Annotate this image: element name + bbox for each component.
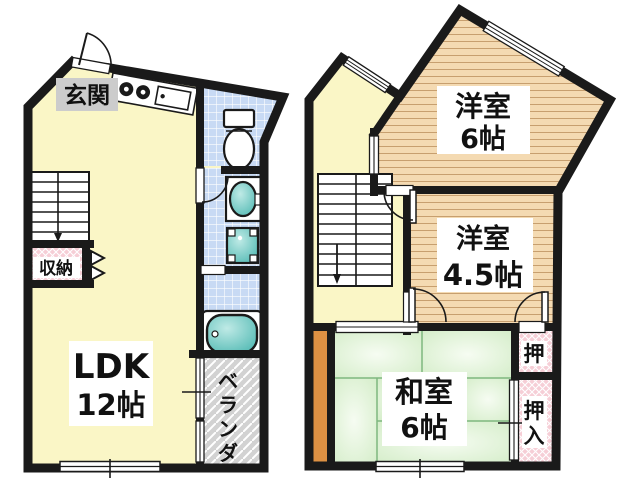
toilet-icon	[222, 108, 256, 171]
label-genkan: 玄関	[64, 82, 110, 109]
label-western6: 洋室	[455, 90, 511, 123]
door-arc	[86, 32, 112, 69]
japanese-label-bg	[382, 372, 467, 446]
svg-text:入: 入	[524, 424, 545, 448]
bath-door-opening	[200, 264, 226, 276]
svg-text:ラ: ラ	[218, 393, 238, 417]
stairs-first-floor	[30, 171, 90, 244]
label-closet-upper: 押	[524, 342, 545, 366]
bifold-door-icon	[90, 249, 107, 282]
entrance-door	[70, 32, 112, 75]
label-western6-size: 6帖	[460, 124, 506, 155]
label-oshiire: 押 入	[524, 399, 545, 448]
label-japanese-size: 6帖	[400, 411, 447, 444]
window-veranda-upper	[182, 357, 211, 419]
western6-door	[383, 184, 417, 224]
genkan-label-bg	[56, 78, 118, 111]
window-japanese-bottom	[375, 459, 465, 478]
svg-text:押: 押	[524, 399, 545, 423]
closet-upper-label-bg	[521, 341, 547, 366]
door-arc	[201, 175, 229, 203]
sink-icon	[154, 85, 192, 111]
stairs-arrowhead-icon	[333, 274, 341, 284]
door-leaf	[78, 32, 88, 66]
washing-machine-pan-icon	[225, 226, 260, 265]
window-hall-slope	[342, 55, 392, 94]
door-leaf	[408, 287, 416, 323]
door-leaf	[541, 291, 549, 323]
label-storage: 収納	[39, 258, 73, 279]
floor1-outer-walls	[23, 55, 290, 473]
door-arc	[514, 291, 546, 323]
western45-door	[402, 287, 447, 323]
door-arc	[383, 190, 414, 221]
door-leaf	[409, 189, 417, 224]
svg-text:ベ: ベ	[218, 369, 238, 393]
stairs-arrow-icon	[54, 233, 62, 242]
floor1-plan: 玄関 LDK 12帖 収納 ベ ラ ン ダ	[23, 32, 290, 478]
window-western6-left	[368, 135, 380, 175]
western6-label-bg	[437, 86, 530, 154]
door-arc	[412, 288, 447, 323]
window-western6-slope	[482, 20, 566, 77]
ldk-label-bg	[69, 341, 153, 426]
window-veranda-lower	[195, 420, 205, 463]
washbasin-icon	[224, 175, 264, 223]
label-western45: 洋室	[456, 223, 510, 255]
stove-icon	[119, 82, 151, 100]
fusuma-oshiire	[498, 379, 524, 461]
label-ldk-size: 12帖	[76, 388, 145, 422]
fusuma-japanese-top	[335, 320, 419, 334]
storage-label-bg	[33, 257, 80, 278]
svg-text:ン: ン	[218, 417, 238, 441]
label-japanese: 和室	[395, 375, 453, 409]
floor2-plan: 洋室 6帖 洋室 4.5帖 和室 6帖 押 押 入	[304, 3, 617, 478]
washroom-door	[195, 167, 229, 204]
closet-upper-door	[514, 291, 549, 334]
label-ldk: LDK	[73, 347, 151, 387]
svg-text:ダ: ダ	[218, 441, 238, 465]
oshiire-label-bg	[522, 396, 547, 448]
label-western45-size: 4.5帖	[443, 258, 523, 292]
label-veranda: ベ ラ ン ダ	[218, 369, 238, 465]
window-ldk-bottom	[59, 459, 161, 478]
room-veranda	[198, 354, 260, 466]
western45-label-bg	[437, 218, 533, 292]
